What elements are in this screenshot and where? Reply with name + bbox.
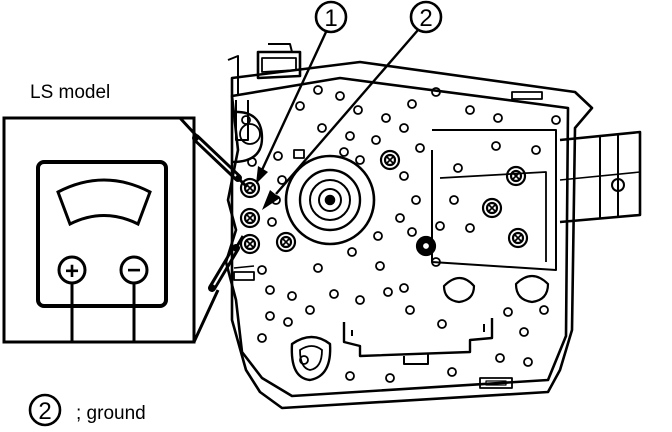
main-gear [284, 154, 376, 246]
legend: 2 ; ground [28, 393, 146, 427]
callout-1-number: 1 [324, 5, 337, 32]
legend-number-circle [28, 393, 62, 427]
screw-1 [239, 177, 261, 199]
positive-lead-top [4, 116, 207, 147]
callout-2: 2 [262, 0, 443, 210]
meter-face [36, 160, 168, 308]
chassis [224, 43, 642, 410]
negative-terminal-symbol: − [127, 257, 141, 284]
screw-6 [505, 165, 527, 187]
screw-4 [275, 231, 297, 253]
top-bracket [256, 50, 302, 80]
screw-9 [415, 235, 437, 257]
back-plate [230, 60, 594, 410]
bottom-slot [342, 318, 494, 358]
mounting-holes [241, 85, 561, 383]
sub-plate [431, 129, 557, 271]
legend-number: 2 [38, 398, 51, 425]
positive-lead [4, 283, 74, 344]
negative-lead [132, 283, 220, 344]
screw-8 [507, 227, 529, 249]
callout-2-number: 2 [419, 5, 432, 32]
screw-2 [239, 207, 261, 229]
multimeter: + − [2, 116, 196, 344]
callout-1: 1 [256, 0, 348, 184]
screw-5 [379, 149, 401, 171]
screws [239, 149, 529, 257]
positive-terminal-symbol: + [65, 258, 79, 285]
meter-dial [56, 178, 152, 227]
model-label: LS model [30, 82, 110, 103]
screw-7 [481, 197, 503, 219]
front-plate [224, 76, 570, 398]
screw-3 [239, 233, 261, 255]
legend-text: ; ground [76, 403, 146, 424]
